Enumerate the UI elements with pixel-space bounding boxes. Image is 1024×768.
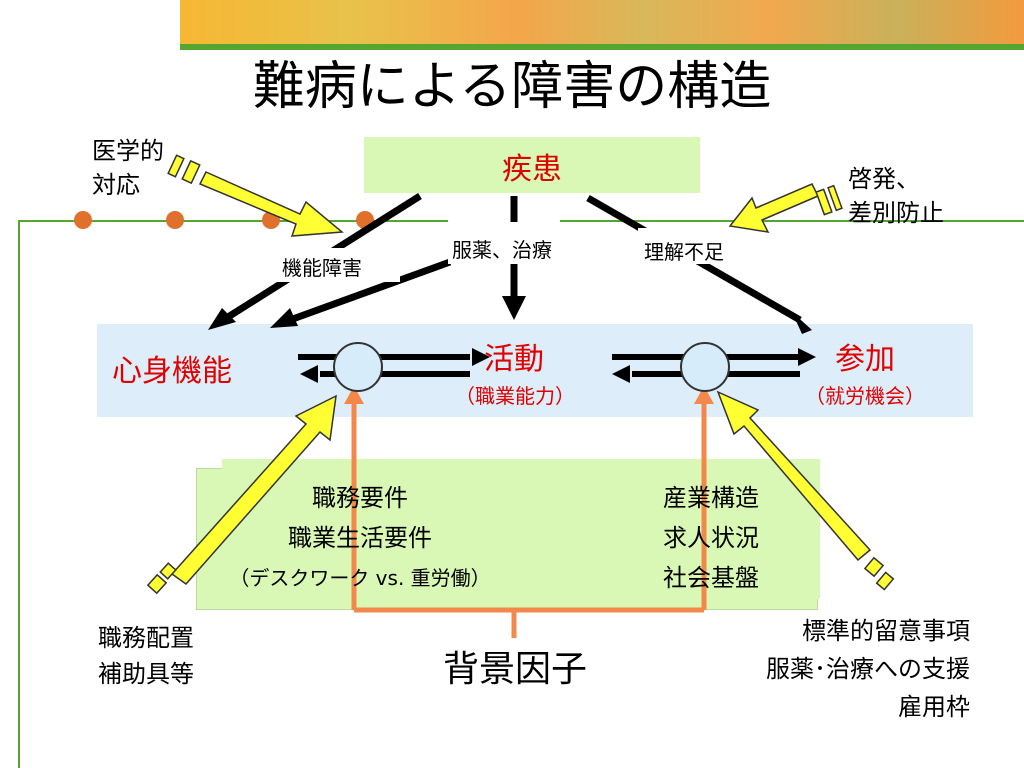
page-title: 難病による障害の構造 bbox=[252, 57, 772, 117]
yellow-arrow-awareness bbox=[728, 183, 843, 233]
disease-label: 疾患 bbox=[502, 152, 562, 187]
background-right-text: 産業構造 求人状況 社会基盤 bbox=[663, 484, 759, 592]
label-medication: 服薬、治療 bbox=[452, 238, 552, 262]
interaction-node-right bbox=[680, 342, 730, 392]
decor-dot bbox=[74, 211, 92, 229]
header-strip bbox=[180, 44, 1024, 50]
background-factor-label: 背景因子 bbox=[442, 649, 587, 690]
corner-placement: 職務配置 補助具等 bbox=[98, 624, 194, 688]
yellow-arrow-support bbox=[716, 390, 895, 591]
activity-label: 活動 bbox=[484, 342, 544, 377]
yellow-arrow-medical bbox=[167, 154, 344, 237]
arrow-impairment bbox=[288, 258, 452, 324]
disease-box bbox=[364, 137, 700, 193]
corner-awareness: 啓発、 差別防止 bbox=[848, 165, 944, 227]
background-left-text: 職務要件 職業生活要件 （デスクワーク vs. 重労働） bbox=[229, 484, 491, 590]
activity-sub: （職業能力） bbox=[455, 384, 575, 408]
decor-dot bbox=[166, 211, 184, 229]
header-banner bbox=[180, 0, 1024, 44]
top-rule-right bbox=[560, 220, 1024, 222]
corner-support: 標準的留意事項 服薬･治療への支援 雇用枠 bbox=[766, 617, 970, 721]
functioning-label: 心身機能 bbox=[112, 354, 232, 389]
corner-medical: 医学的 対応 bbox=[92, 137, 164, 199]
participation-sub: （就労機会） bbox=[805, 384, 925, 408]
health-condition-band bbox=[97, 324, 973, 417]
interaction-node-left bbox=[333, 342, 383, 392]
background-box bbox=[222, 459, 820, 599]
yellow-arrow-placement bbox=[146, 394, 337, 595]
top-rule bbox=[18, 220, 448, 222]
participation-label: 参加 bbox=[835, 342, 895, 377]
left-rule bbox=[18, 220, 20, 768]
label-misunderstanding: 理解不足 bbox=[644, 240, 724, 264]
label-impairment: 機能障害 bbox=[282, 256, 362, 280]
